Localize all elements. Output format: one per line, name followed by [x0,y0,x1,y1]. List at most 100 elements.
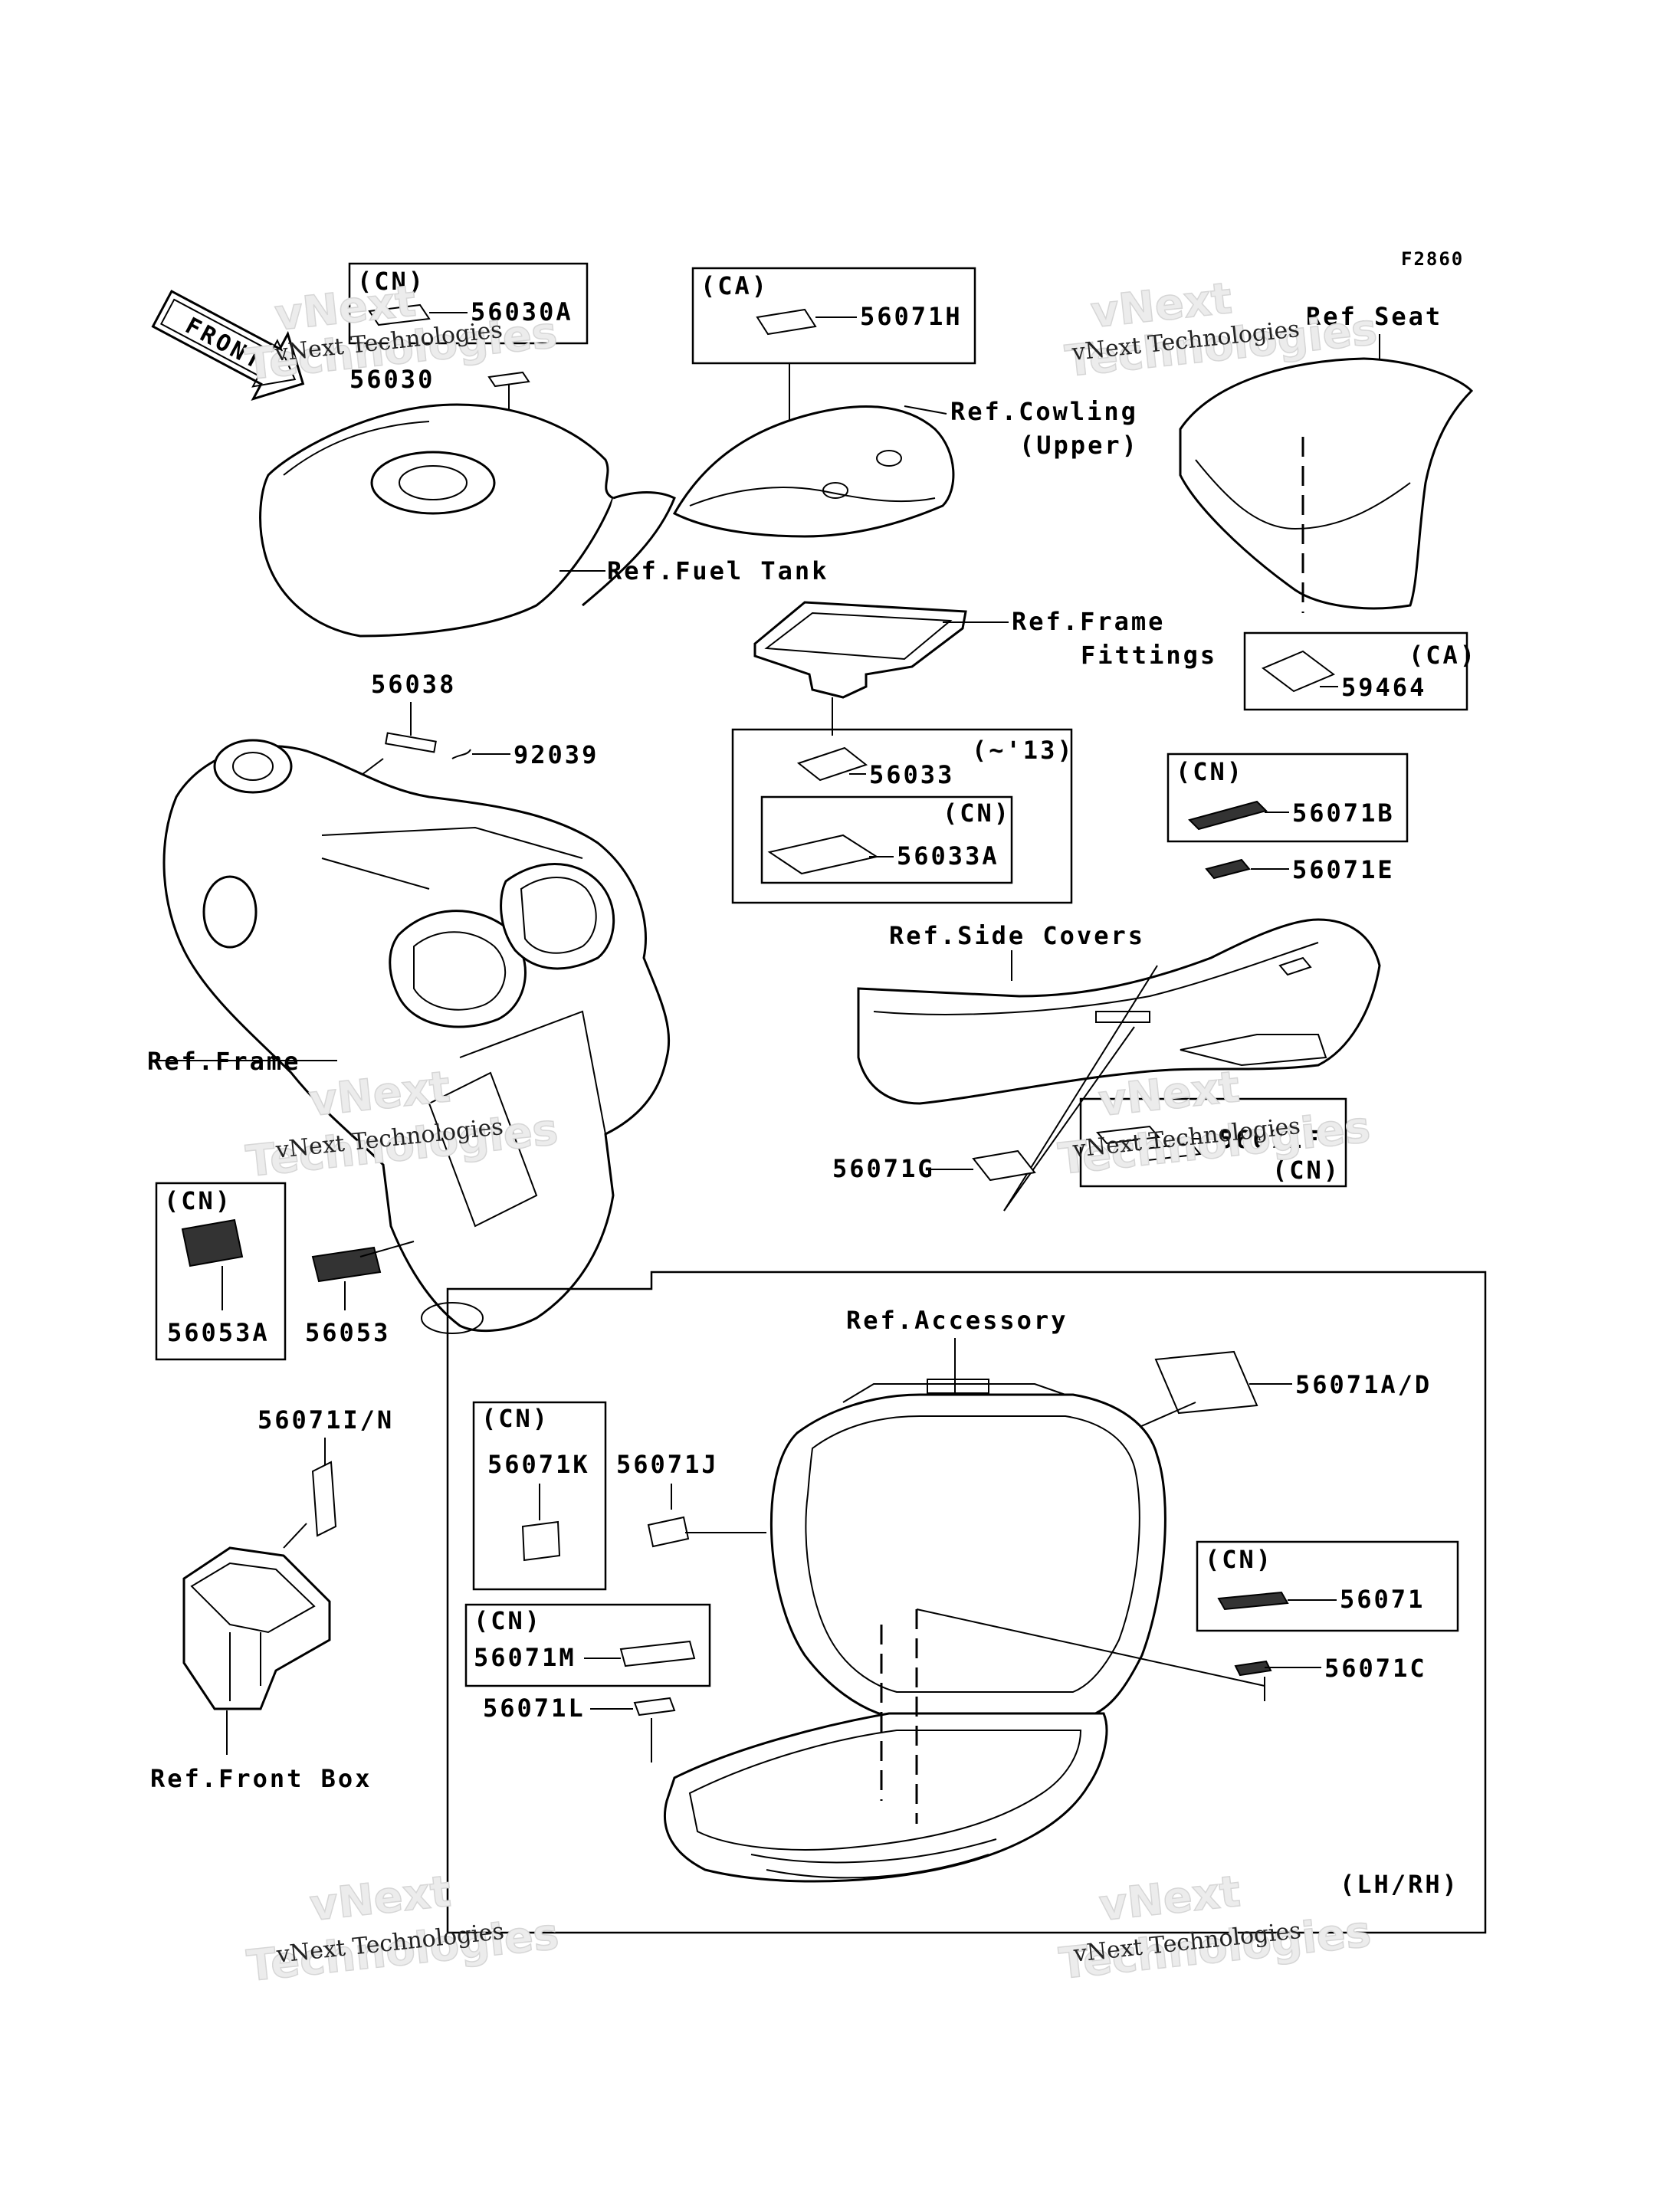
cn-box-56071F [1079,1097,1347,1188]
decal-56071F-a-icon [1096,1125,1160,1145]
part-56030: 56030 [349,365,435,394]
part-56071M: 56071M [474,1643,576,1672]
part-56053A: 56053A [167,1318,270,1347]
part-56033: 56033 [869,760,954,789]
part-56071G: 56071G [832,1154,935,1183]
decal-56071G-icon [972,1149,1036,1182]
decal-56071L-icon [633,1697,676,1717]
svg-text:vNext: vNext [1097,1867,1242,1931]
ref-frame: Ref.Frame [147,1047,300,1076]
cn-tag: (CN) [481,1404,550,1433]
ref-accessory: Ref.Accessory [846,1306,1068,1335]
cowling-group: (CA) 56071H Ref.Cowling (Upper) [672,267,1139,538]
ref-fuel-tank: Ref.Fuel Tank [607,556,829,585]
ref-side-covers: Ref.Side Covers [889,921,1145,950]
decal-56071F-b-icon [1137,1142,1202,1162]
ca-tag: (CA) [1409,641,1477,670]
frame-fittings-tray [753,601,967,699]
cn-box-56071B [1166,753,1409,843]
fuel-tank-shape [259,403,615,638]
saddlebag-lid [769,1393,1166,1718]
decal-56071H-icon [756,308,817,336]
cn-box-56053A [155,1182,287,1361]
ref-cowling-line2: (Upper) [1019,431,1139,460]
part-56038: 56038 [371,670,456,699]
watermark: vNext Technologies vNext Technologies [244,1866,561,1992]
seat-shape [1179,357,1474,610]
decal-56071B-icon [1188,800,1268,831]
part-56071B: 56071B [1292,798,1395,828]
frame-pivot [202,875,258,949]
lh-rh-note: (LH/RH) [1340,1870,1459,1899]
part-56071K: 56071K [487,1450,590,1479]
decal-56071-icon [1217,1591,1289,1611]
decal-56033-icon [796,746,868,782]
decal-56071AD-icon [1154,1350,1258,1415]
ref-cowling-line1: Ref.Cowling [950,397,1138,426]
decal-56071K-icon [521,1520,561,1562]
frame-fittings-group: Ref.Frame Fittings (~'13) 56033 (CN) 560… [731,601,1217,904]
part-56071E: 56071E [1292,855,1395,884]
cn-tag: (CN) [1205,1545,1273,1574]
decal-59464-icon [1262,650,1335,693]
accessory-border [446,1271,1487,1934]
part-56033A: 56033A [897,841,999,871]
part-56071L: 56071L [483,1694,586,1723]
decal-56053A-icon [181,1218,244,1267]
part-56071C: 56071C [1324,1654,1427,1683]
part-56071: 56071 [1340,1585,1425,1614]
decal-56071E-icon [1205,858,1251,880]
part-56030A: 56030A [471,297,573,326]
fuel-cap [370,451,496,515]
part-56071F: 56071F [1219,1125,1321,1154]
clip-92039-icon [451,749,471,759]
watermark: vNext Technologies vNext Technologies [1056,1866,1373,1989]
saddlebag-base [663,1712,1108,1883]
decal-56071J-icon [647,1516,690,1548]
accessory-group: Ref.Accessory 56071A/D (CN) 56071K 56071… [446,1271,1487,1934]
cn-tag: (CN) [1272,1156,1340,1185]
part-59464: 59464 [1341,673,1426,702]
cn-box-56030A [348,262,589,345]
front-box-group: 56071I/N Ref.Front Box [150,1405,394,1793]
cn-box-56033A [760,795,1013,884]
decal-56038-icon [385,732,437,753]
ca-box-56071H [691,267,976,365]
decal-56030-icon [487,371,530,388]
cn-tag: (CN) [943,798,1011,828]
side-covers-group: (CN) 56071B 56071E Ref.Side Covers 56071… [832,753,1409,1212]
main-frame-group: 56038 92039 Ref.Frame (CN) 56053A 56053 [147,670,671,1361]
ca-box-59464 [1243,631,1468,711]
watermark: vNext Technologies vNext Technologies [242,276,559,391]
part-56071J: 56071J [616,1450,719,1479]
cn-box-56071K [472,1401,607,1591]
cn-tag: (CN) [164,1186,232,1215]
front-box-shape [182,1546,331,1710]
fuel-tank-group: (CN) 56030A 56030 Ref.Fuel Tank [259,262,829,638]
svg-text:vNext: vNext [307,1867,453,1931]
cn-tag: (CN) [474,1606,542,1635]
part-56071AD: 56071A/D [1295,1370,1432,1399]
part-92039: 92039 [514,740,599,769]
decal-56071C-icon [1234,1660,1272,1677]
cn-box-56071M [464,1603,711,1687]
ref-seat: Ref.Seat [1306,302,1442,331]
ref-frame-fittings-line2: Fittings [1081,641,1217,670]
year-13: (~'13) [972,736,1075,765]
cn-tag: (CN) [1176,757,1244,786]
diagram-code: F2860 [1401,248,1464,270]
steering-head [213,739,293,794]
watermarks: vNext Technologies vNext Technologies vN… [242,273,1380,1992]
decal-56071M-icon [619,1640,696,1667]
part-56071H: 56071H [860,302,963,331]
box-56033 [731,728,1073,904]
part-56071IN: 56071I/N [258,1405,394,1435]
saddlebag-latch-strip [842,1383,1066,1403]
decal-56053-icon [311,1246,382,1283]
cn-tag: (CN) [357,267,425,296]
cn-box-56071 [1196,1540,1459,1632]
ref-frame-fittings-line1: Ref.Frame [1012,607,1165,636]
part-56053: 56053 [305,1318,390,1347]
ref-front-box: Ref.Front Box [150,1764,372,1793]
